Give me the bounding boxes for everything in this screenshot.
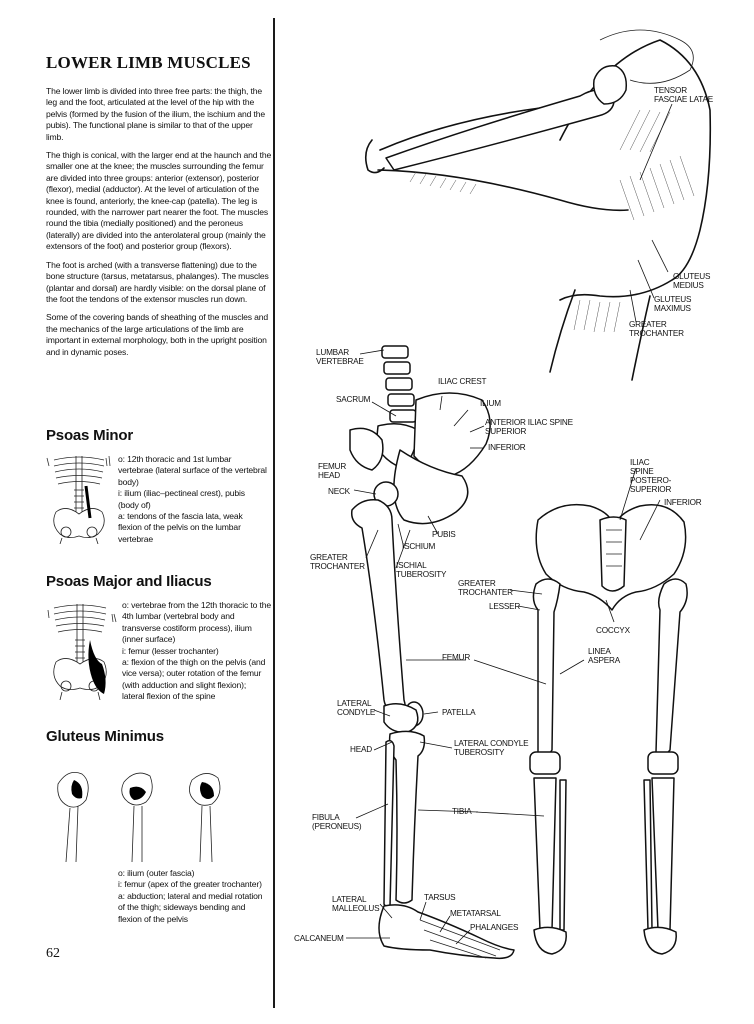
intro-paragraph: The thigh is conical, with the larger en… — [46, 150, 272, 252]
label-pubis: PUBIS — [432, 530, 456, 539]
label-neck: NECK — [328, 487, 351, 496]
label-phalanges: PHALANGES — [470, 923, 519, 932]
label-tensor: TENSOR — [654, 86, 687, 95]
label-coccyx: COCCYX — [596, 626, 631, 635]
bent-leg-illustration — [364, 29, 712, 381]
psoas-minor-diagram — [46, 455, 111, 544]
label-lateral: LATERAL — [332, 895, 367, 904]
label-lateral-condyle: LATERAL CONDYLE — [454, 739, 529, 748]
side-skeleton — [349, 345, 515, 960]
label-trochanter: TROCHANTER — [310, 562, 365, 571]
label-tuberosity: TUBEROSITY — [454, 748, 505, 757]
label-condyle: CONDYLE — [337, 708, 376, 717]
psoas-major-description: o: vertebrae from the 12th thoracic to t… — [122, 600, 271, 702]
label-peroneus: (PERONEUS) — [312, 822, 362, 831]
intro-text: The lower limb is divided into three fre… — [46, 86, 272, 365]
label-ilium: ILIUM — [480, 399, 501, 408]
leader-lines — [346, 103, 673, 945]
label-tibia: TIBIA — [452, 807, 472, 816]
muscle-title-psoas-major-iliacus: Psoas Major and Iliacus — [46, 573, 212, 590]
psoas-minor-description: o: 12th thoracic and 1st lumbar vertebra… — [118, 454, 267, 544]
intro-paragraph: The lower limb is divided into three fre… — [46, 86, 266, 142]
label-fasciae-latae: FASCIAE LATAE — [654, 95, 714, 104]
label-tuberosity: TUBEROSITY — [396, 570, 447, 579]
label-greater: GREATER — [629, 320, 667, 329]
label-head: HEAD — [318, 471, 340, 480]
label-postero: POSTERO- — [630, 476, 672, 485]
label-calcaneum: CALCANEUM — [294, 934, 344, 943]
gluteus-minimus-diagram — [57, 771, 221, 862]
label-lumbar: LUMBAR — [316, 348, 349, 357]
gluteus-minimus-description: o: ilium (outer fascia) i: femur (apex o… — [118, 868, 263, 924]
label-trochanter: TROCHANTER — [458, 588, 513, 597]
label-greater: GREATER — [458, 579, 496, 588]
label-superior: SUPERIOR — [630, 485, 671, 494]
label-femur: FEMUR — [442, 653, 470, 662]
label-iliac: ILIAC — [630, 458, 650, 467]
label-metatarsal: METATARSAL — [450, 909, 501, 918]
label-fibula: FIBULA — [312, 813, 340, 822]
label-tarsus: TARSUS — [424, 893, 456, 902]
muscle-title-psoas-minor: Psoas Minor — [46, 427, 133, 444]
label-vertebrae: VERTEBRAE — [316, 357, 364, 366]
label-anterior-iliac-spine: ANTERIOR ILIAC SPINE — [485, 418, 574, 427]
label-aspera: ASPERA — [588, 656, 621, 665]
label-iliac-crest: ILIAC CREST — [438, 377, 486, 386]
label-spine: SPINE — [630, 467, 654, 476]
muscle-title-gluteus-minimus: Gluteus Minimus — [46, 728, 164, 745]
label-gluteus: GLUTEUS — [673, 272, 711, 281]
label-femur: FEMUR — [318, 462, 346, 471]
label-patella: PATELLA — [442, 708, 476, 717]
label-inferior: INFERIOR — [488, 443, 526, 452]
label-linea: LINEA — [588, 647, 611, 656]
page-number: 62 — [46, 946, 60, 961]
label-lateral: LATERAL — [337, 699, 372, 708]
back-skeleton — [529, 503, 688, 955]
label-inferior: INFERIOR — [664, 498, 702, 507]
label-trochanter: TROCHANTER — [629, 329, 684, 338]
label-ischial: ISCHIAL — [396, 561, 427, 570]
column-divider — [273, 18, 275, 1008]
intro-paragraph: Some of the covering bands of sheathing … — [46, 312, 269, 357]
label-sacrum: SACRUM — [336, 395, 371, 404]
intro-paragraph: The foot is arched (with a transverse fl… — [46, 259, 269, 304]
label-gluteus-medius: MEDIUS — [673, 281, 704, 290]
label-gluteus: GLUTEUS — [654, 295, 692, 304]
label-ischium: ISCHIUM — [402, 542, 436, 551]
label-head: HEAD — [350, 745, 372, 754]
figure-labels: TENSOR FASCIAE LATAE GLUTEUS MEDIUS GLUT… — [294, 86, 714, 943]
psoas-major-diagram — [47, 604, 117, 700]
label-superior: SUPERIOR — [485, 427, 526, 436]
label-lesser: LESSER — [489, 602, 520, 611]
page-title: LOWER LIMB MUSCLES — [46, 53, 251, 72]
label-greater: GREATER — [310, 553, 348, 562]
label-malleolus: MALLEOLUS — [332, 904, 380, 913]
label-gluteus-maximus: MAXIMUS — [654, 304, 692, 313]
